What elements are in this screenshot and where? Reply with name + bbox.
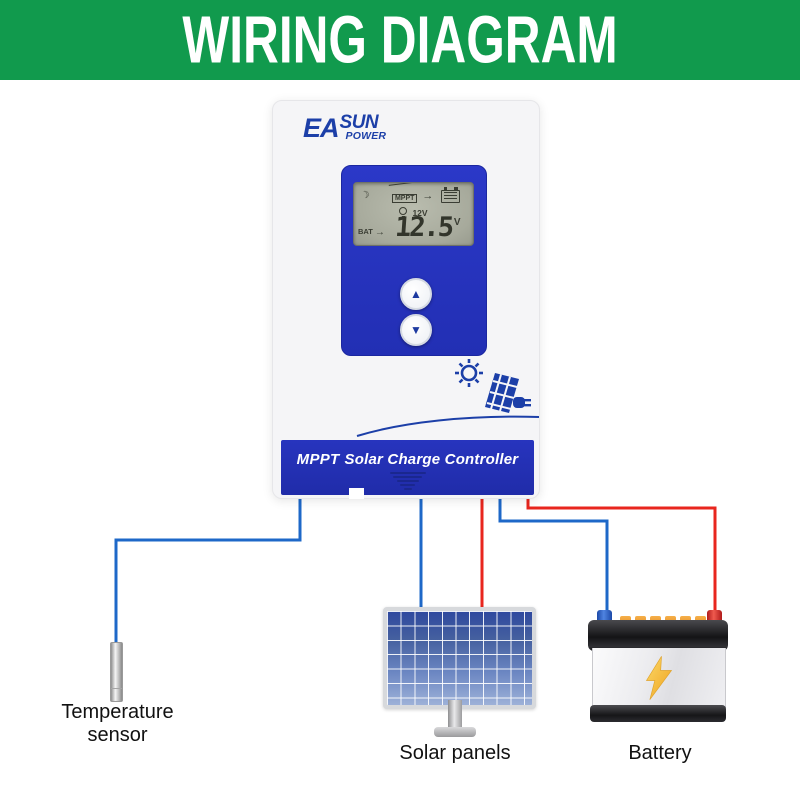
battery-label: Battery	[628, 742, 692, 764]
logo-text-ea: EA	[303, 113, 340, 143]
solar-panel-cells	[387, 611, 532, 705]
page-title: WIRING DIAGRAM	[182, 2, 618, 78]
battery-negative-wire	[498, 490, 609, 625]
easun-power-logo: EA SUN POWER	[303, 112, 387, 143]
lightning-icon	[645, 656, 673, 700]
down-button: ▼	[400, 314, 432, 346]
flow-arrow-icon: →	[422, 190, 434, 202]
battery-voltage-value: 12.5	[393, 212, 454, 243]
battery	[588, 608, 728, 722]
bat-arrow-icon: →	[374, 227, 385, 238]
lcd-screen: ☽ MPPT → 12V	[353, 182, 474, 246]
vent-grille	[281, 472, 534, 490]
logo-text-power: POWER	[345, 130, 387, 142]
mppt-indicator: MPPT	[391, 194, 418, 203]
voltage-unit: V	[453, 217, 461, 228]
solar-panel	[383, 607, 536, 709]
moon-icon: ☽	[359, 189, 372, 202]
solar-panel-tilt-icon	[388, 183, 420, 191]
up-button: ▲	[400, 278, 432, 310]
battery-positive-wire	[526, 490, 717, 625]
up-arrow-icon: ▲	[410, 287, 422, 301]
battery-icon	[441, 187, 461, 203]
horizon-swoosh	[356, 415, 539, 437]
bat-indicator: BAT	[358, 227, 373, 236]
sun-solar-plug-icon	[455, 359, 531, 413]
battery-top-cap	[588, 620, 728, 651]
battery-bottom-band	[590, 705, 726, 722]
header-banner: WIRING DIAGRAM	[0, 0, 800, 80]
temperature-sensor-probe	[110, 642, 123, 702]
solar-panels-label: Solar panels	[399, 742, 511, 764]
bulb-icon	[399, 207, 408, 218]
temp-sensor-wire	[114, 490, 302, 650]
solar-panel-post	[448, 700, 462, 728]
load-voltage-value: 12V	[412, 207, 428, 218]
down-arrow-icon: ▼	[410, 323, 422, 337]
temperature-sensor-label: Temperature sensor	[61, 701, 174, 746]
logo-text-sun: SUN	[339, 112, 379, 133]
charge-controller: EA SUN POWER ☽ MPPT →	[272, 100, 540, 499]
solar-panel-base	[434, 727, 476, 737]
battery-body	[592, 648, 726, 708]
mount-notch	[349, 488, 364, 499]
front-panel: ☽ MPPT → 12V	[341, 165, 487, 356]
